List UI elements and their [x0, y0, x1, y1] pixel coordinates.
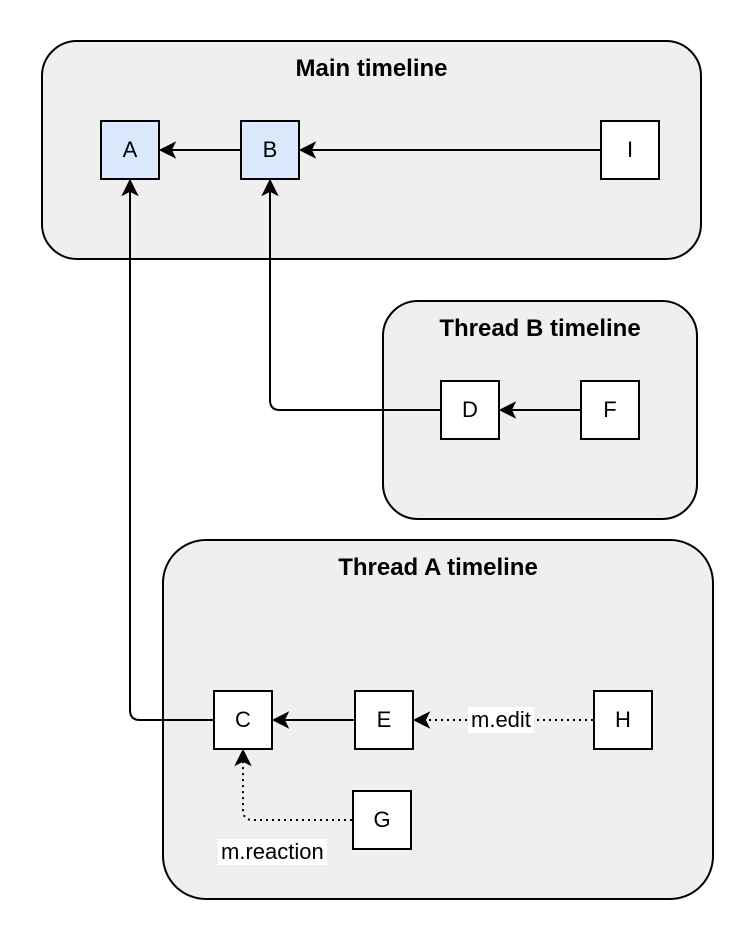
node-G-label: G	[373, 807, 391, 832]
node-H-label: H	[615, 707, 631, 732]
container-title-main-timeline: Main timeline	[295, 55, 448, 82]
node-C: C	[213, 690, 273, 750]
node-F: F	[580, 380, 640, 440]
edge-label-m-reaction: m.reaction	[218, 839, 327, 865]
node-A: A	[100, 120, 160, 180]
node-B-label: B	[262, 137, 278, 162]
node-E-label: E	[376, 707, 392, 732]
node-F-label: F	[603, 397, 617, 422]
edge-label-m-edit: m.edit	[468, 707, 534, 733]
node-C-label: C	[235, 707, 251, 732]
node-H: H	[593, 690, 653, 750]
node-G: G	[352, 790, 412, 850]
container-thread-b-timeline: Thread B timeline	[382, 300, 698, 520]
node-D-label: D	[462, 397, 478, 422]
node-E: E	[354, 690, 414, 750]
node-B: B	[240, 120, 300, 180]
container-title-thread-a-timeline: Thread A timeline	[338, 554, 538, 581]
container-title-thread-b-timeline: Thread B timeline	[439, 315, 641, 342]
node-I-label: I	[626, 137, 634, 162]
node-I: I	[600, 120, 660, 180]
node-D: D	[440, 380, 500, 440]
node-A-label: A	[122, 137, 138, 162]
